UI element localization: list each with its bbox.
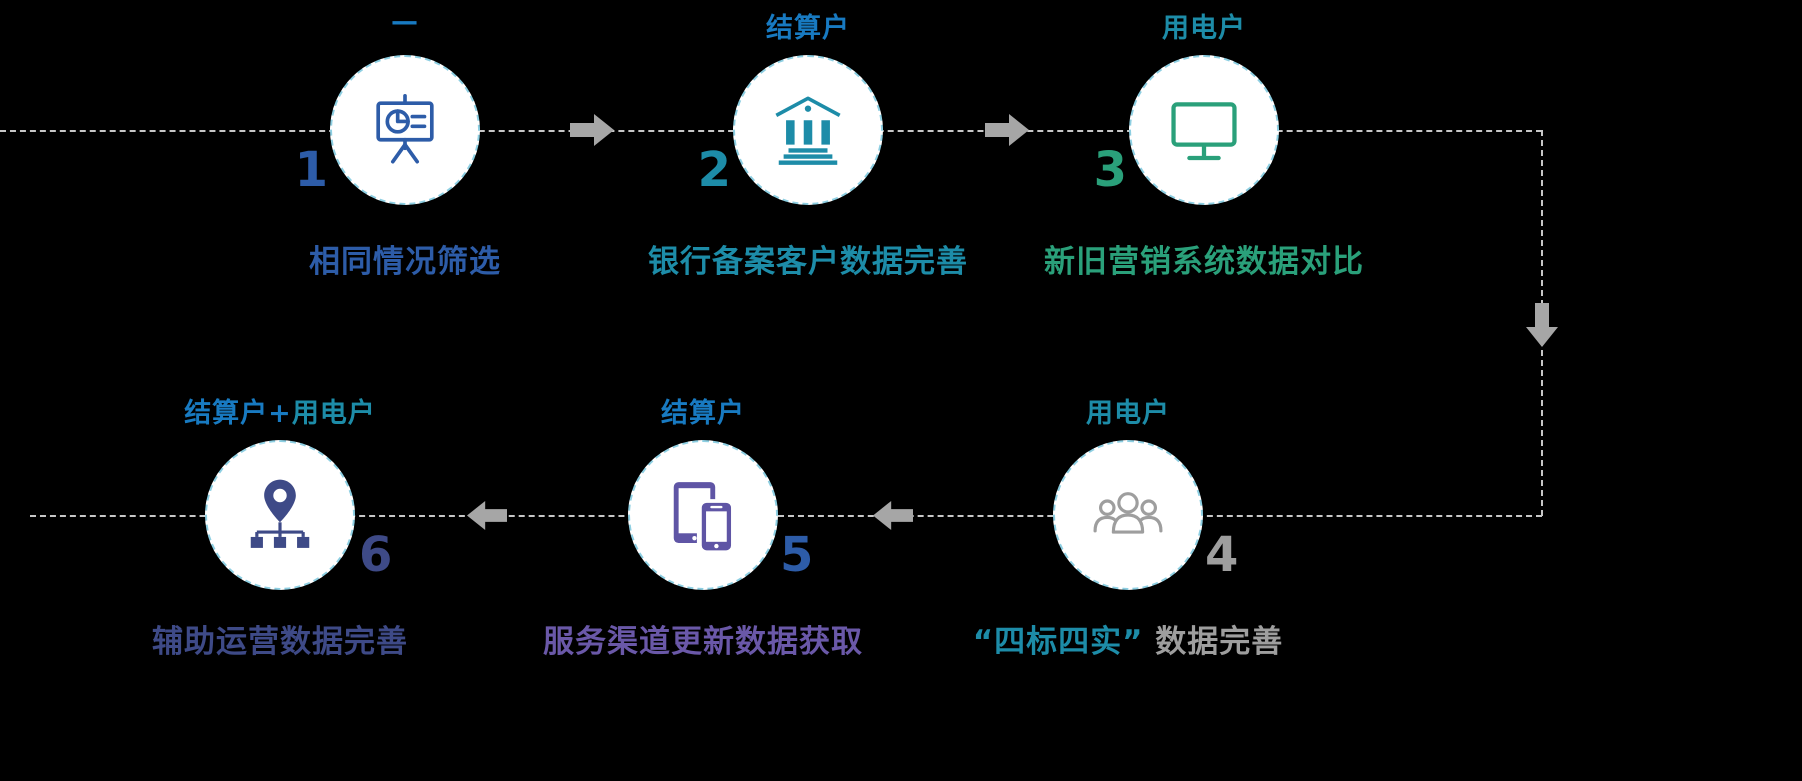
flow-arrow-left-2-icon [467, 499, 507, 536]
step1-number: 1 [294, 142, 328, 198]
step4-number: 4 [1205, 527, 1239, 583]
tablet-phone-icon [673, 482, 735, 554]
step5-top-label: 结算户 [661, 398, 745, 429]
monitor-icon [1171, 102, 1237, 161]
step6-top-label-part1: 结算户+ [184, 398, 292, 429]
step5-title: 服务渠道更新数据获取 [543, 624, 863, 660]
step2-title: 银行备案客户数据完善 [648, 244, 968, 280]
step3-circle [1129, 55, 1279, 205]
flow-arrow-down-icon [1524, 303, 1560, 351]
step5-circle [628, 440, 778, 590]
step1-title: 相同情况筛选 [309, 244, 501, 280]
step3-title: 新旧营销系统数据对比 [1044, 244, 1364, 280]
step6-title: 辅助运营数据完善 [152, 624, 408, 660]
step6-top-label-part2: 用电户 [291, 398, 376, 429]
step3-number: 3 [1093, 142, 1127, 198]
map-pin-network-icon [250, 479, 310, 548]
people-group-icon [1093, 492, 1163, 534]
step4-title-quoted: “四标四实” [972, 624, 1144, 660]
flow-arrow-right-2-icon [985, 112, 1029, 152]
step1-circle [330, 55, 480, 205]
step4-top-label: 用电户 [1086, 398, 1170, 429]
flow-arrow-left-1-icon [873, 499, 913, 536]
step6-number: 6 [359, 527, 393, 583]
step4-circle [1053, 440, 1203, 590]
dashed-connector-line-bottom [30, 515, 1542, 517]
step3-top-label: 用电户 [1162, 13, 1246, 44]
step2-top-label: 结算户 [766, 13, 850, 44]
step4-title: “四标四实” 数据完善 [888, 616, 1368, 661]
presentation-chart-icon [376, 94, 434, 164]
step2-number: 2 [697, 142, 731, 198]
step5-number: 5 [780, 527, 814, 583]
step6-top-label: 结算户+用电户 [70, 391, 490, 430]
step6-circle [205, 440, 355, 590]
bank-icon [775, 96, 841, 165]
step2-circle [733, 55, 883, 205]
step1-top-label: — [391, 6, 419, 37]
flow-arrow-right-1-icon [570, 112, 614, 152]
step4-title-rest: 数据完善 [1143, 624, 1284, 660]
